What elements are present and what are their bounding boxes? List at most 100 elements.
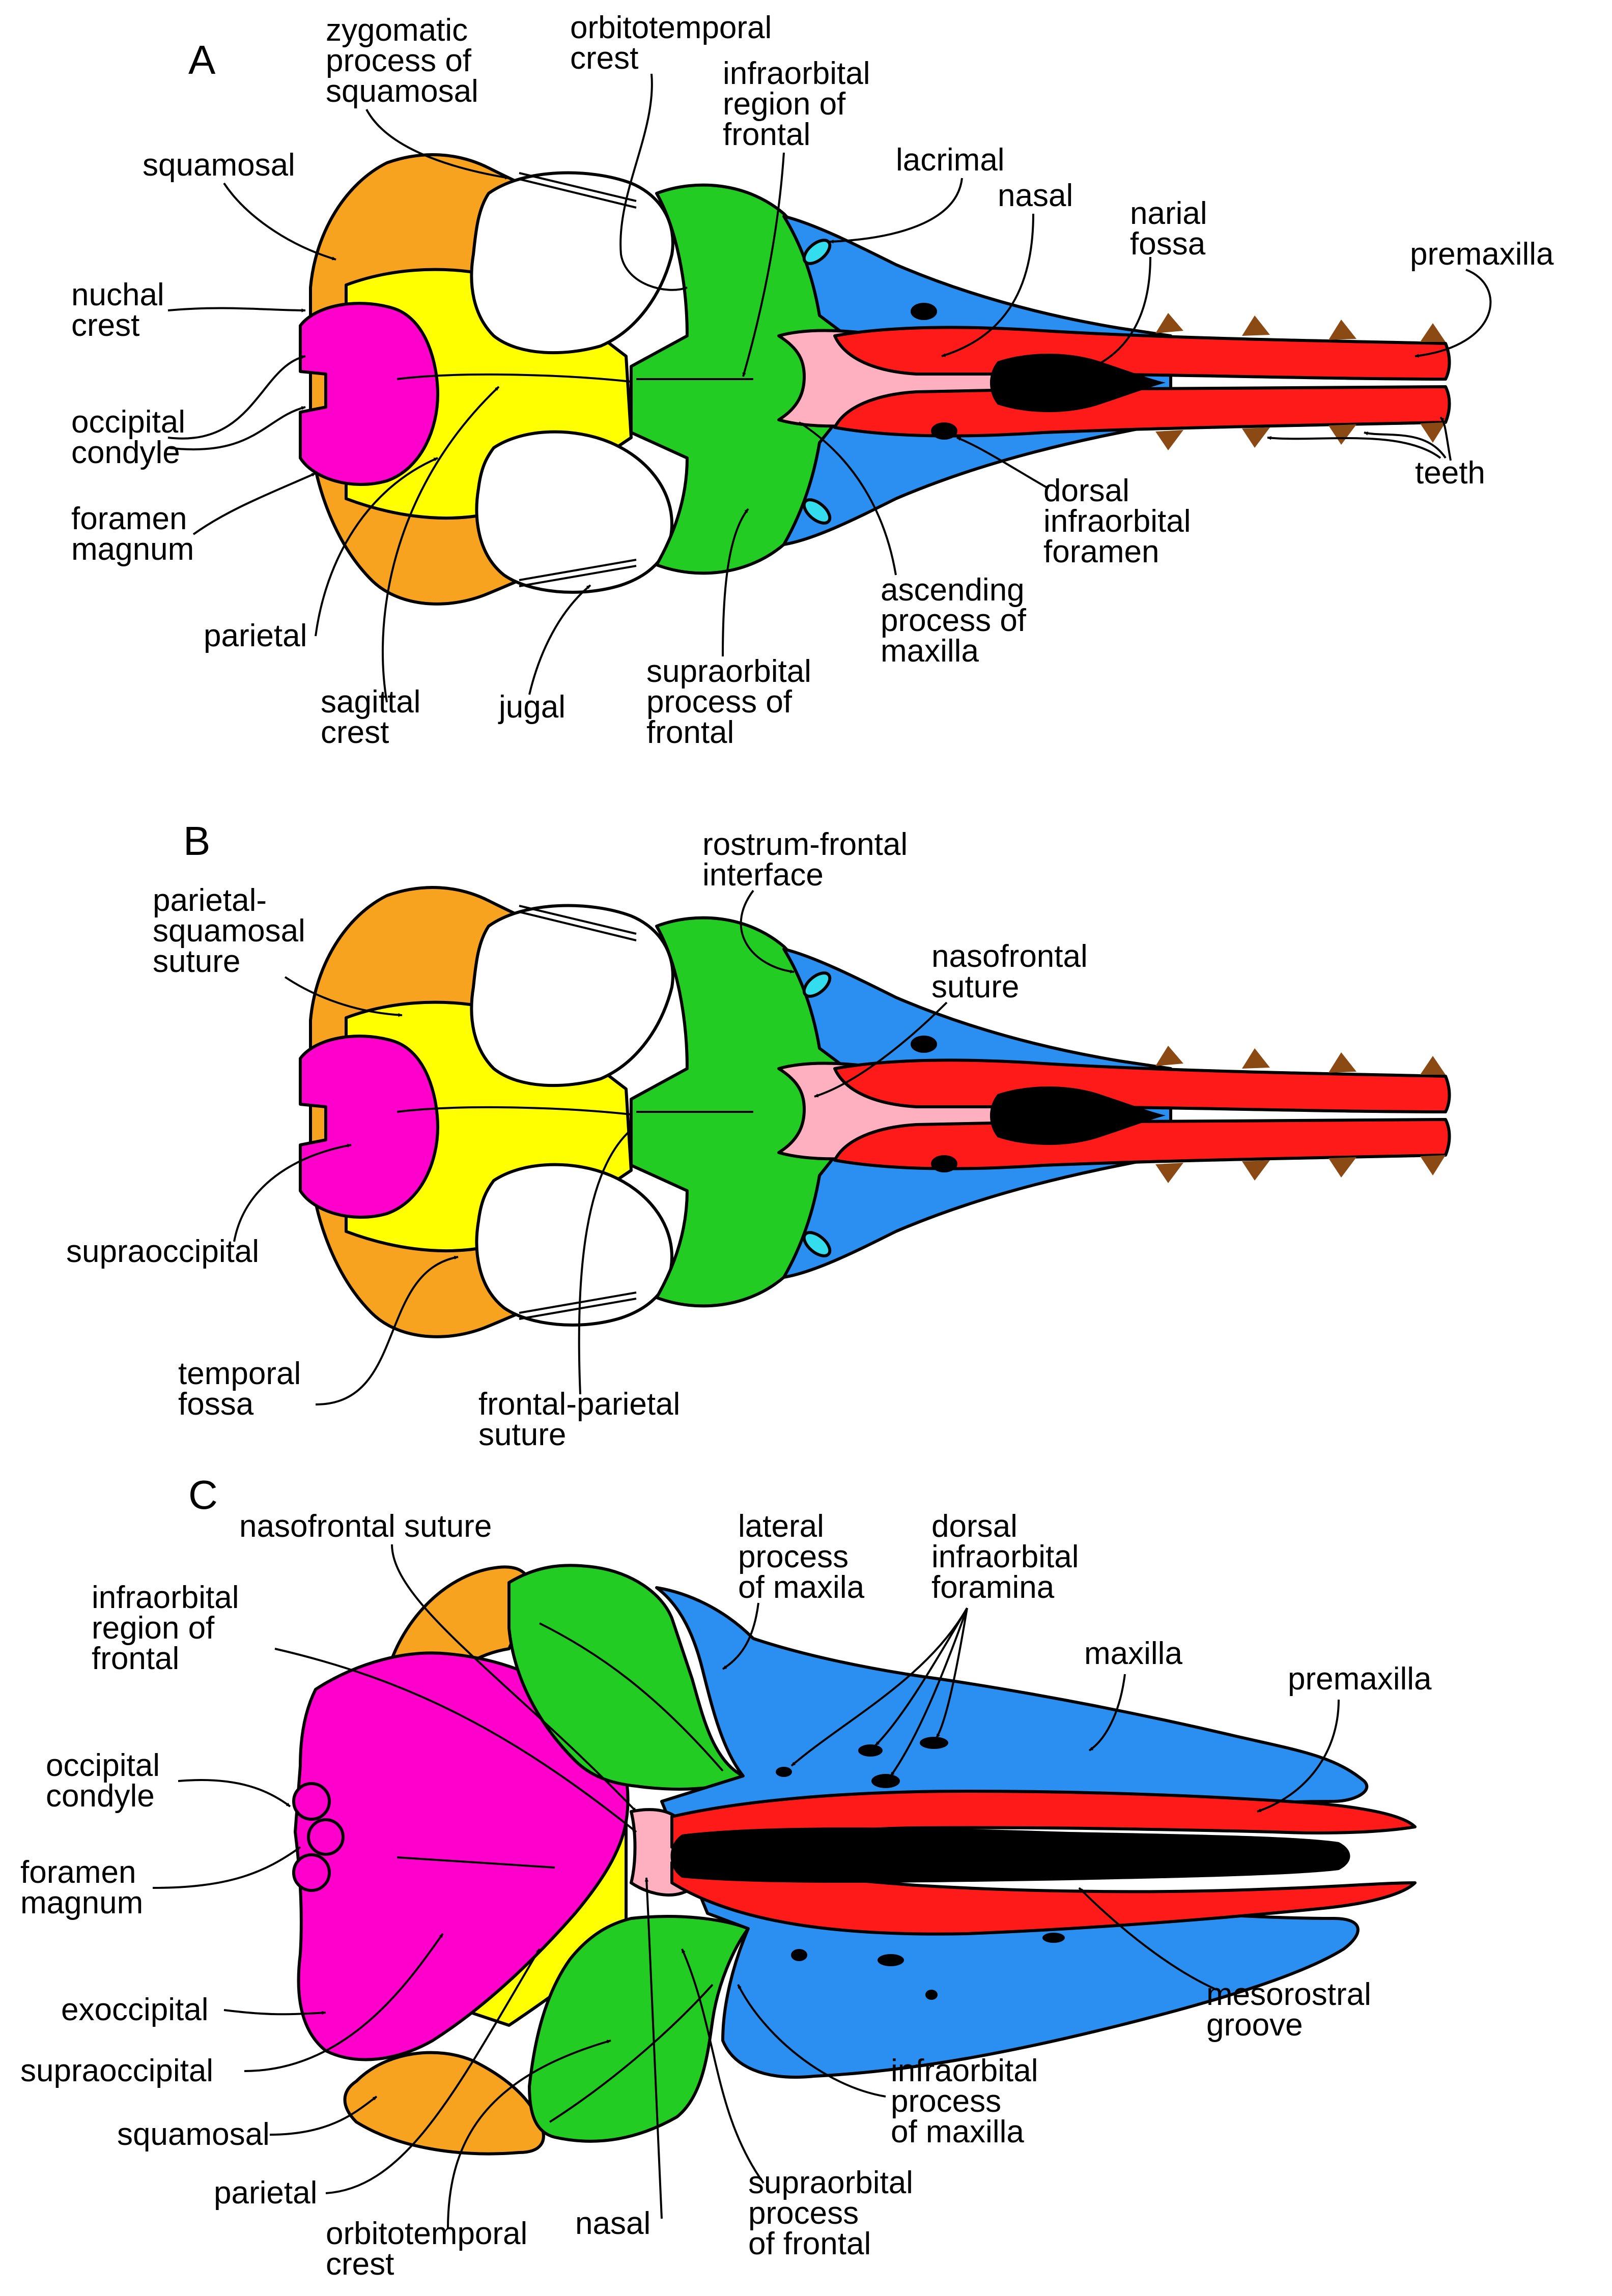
svg-text:foramen: foramen <box>1043 534 1159 569</box>
svg-text:of frontal: of frontal <box>748 2226 871 2261</box>
label-nasal: nasal <box>998 178 1073 213</box>
teeth-row-b <box>1155 1046 1446 1183</box>
svg-text:nasofrontal: nasofrontal <box>931 939 1088 974</box>
label-zygomatic-process: zygomatic process of squamosal <box>326 13 478 109</box>
occipital-condyle-c1 <box>292 1782 331 1821</box>
label-temporal-fossa: temporal fossa <box>178 1356 301 1422</box>
svg-text:process of: process of <box>646 684 793 720</box>
svg-text:foramen: foramen <box>20 1855 136 1890</box>
label-supraorbital-process: supraorbital process of frontal <box>646 654 811 750</box>
panel-letter-b: B <box>183 818 210 864</box>
label-lateral-process: lateral process of maxila <box>738 1509 865 1605</box>
svg-text:process: process <box>748 2196 859 2231</box>
svg-text:interface: interface <box>702 857 824 893</box>
svg-text:process of: process of <box>881 603 1027 638</box>
label-jugal: jugal <box>498 690 565 725</box>
label-orbitotemporal-crest: orbitotemporal crest <box>570 10 772 76</box>
label-foramen-magnum: foramen magnum <box>71 501 194 567</box>
svg-text:suture: suture <box>153 944 240 979</box>
label-infraorbital-region-c: infraorbital region of frontal <box>92 1580 239 1676</box>
teeth-row <box>1155 313 1446 450</box>
svg-text:occipital: occipital <box>71 405 185 440</box>
label-infraorbital-process: infraorbital process of maxilla <box>891 2053 1038 2149</box>
occipital-bone-b <box>299 1035 439 1219</box>
lacrimal-upper <box>802 239 832 265</box>
skull-midline-c <box>397 1856 555 1869</box>
svg-text:magnum: magnum <box>20 1885 143 1920</box>
svg-text:of maxila: of maxila <box>738 1570 865 1605</box>
svg-text:temporal: temporal <box>178 1356 301 1391</box>
mesorostral-groove <box>670 1827 1350 1883</box>
label-parietal-c: parietal <box>214 2175 317 2211</box>
svg-text:suture: suture <box>478 1417 566 1452</box>
sagittal-crest-line-b <box>397 1106 753 1115</box>
label-dorsal-infraorbital-foramen: dorsal infraorbital foramen <box>1043 473 1191 569</box>
svg-text:infraorbital: infraorbital <box>92 1580 239 1615</box>
svg-text:rostrum-frontal: rostrum-frontal <box>702 827 908 862</box>
lacrimal-lower <box>802 498 832 525</box>
label-rostrum-frontal-interface: rostrum-frontal interface <box>702 827 908 893</box>
lacrimal-upper-b <box>802 971 832 998</box>
label-exoccipital: exoccipital <box>61 1992 208 2027</box>
svg-text:parietal-: parietal- <box>153 883 267 918</box>
svg-text:orbitotemporal: orbitotemporal <box>326 2216 527 2251</box>
leader-lines-b <box>233 889 948 1405</box>
label-nasal-c: nasal <box>575 2206 651 2241</box>
svg-text:narial: narial <box>1130 196 1207 231</box>
label-parietal: parietal <box>204 618 307 653</box>
supraorbital-ridge-lines <box>539 1622 724 2123</box>
svg-text:groove: groove <box>1206 2007 1303 2043</box>
label-foramen-magnum-c: foramen magnum <box>20 1855 143 1920</box>
svg-text:zygomatic: zygomatic <box>326 13 468 48</box>
svg-text:crest: crest <box>71 308 139 343</box>
svg-text:fossa: fossa <box>178 1387 254 1422</box>
left-temporal-fossa-b <box>470 904 674 1087</box>
svg-text:frontal: frontal <box>92 1641 179 1676</box>
label-infraorbital-region: infraorbital region of frontal <box>723 56 870 152</box>
svg-text:magnum: magnum <box>71 532 194 567</box>
occipital-bone-c <box>294 1651 630 2061</box>
label-teeth: teeth <box>1415 455 1485 491</box>
label-supraoccipital-c: supraoccipital <box>20 2053 213 2088</box>
occipital-condyle-c3 <box>292 1853 331 1892</box>
label-premaxilla: premaxilla <box>1410 237 1554 272</box>
svg-text:maxilla: maxilla <box>881 634 979 669</box>
svg-text:crest: crest <box>321 715 389 750</box>
svg-text:foramen: foramen <box>71 501 187 536</box>
narial-fossa-b <box>990 1086 1166 1145</box>
svg-text:crest: crest <box>326 2247 394 2282</box>
dorsal-infraorbital-foramen-upper <box>911 303 937 320</box>
svg-text:region of: region of <box>92 1611 215 1646</box>
premaxilla-bone-c <box>670 1790 1417 1936</box>
label-frontal-parietal-suture: frontal-parietal suture <box>478 1387 680 1452</box>
zygomatic-bar-upper <box>519 172 637 209</box>
label-premaxilla-c: premaxilla <box>1288 1661 1432 1697</box>
foramen-upper-b <box>911 1036 937 1053</box>
svg-text:infraorbital: infraorbital <box>1043 504 1191 539</box>
label-nasofrontal-suture: nasofrontal suture <box>931 939 1088 1004</box>
occipital-bone <box>299 302 439 486</box>
label-supraorbital-process-c: supraorbital process of frontal <box>748 2165 913 2261</box>
maxilla-bone-c <box>655 1586 1369 2079</box>
panel-c: C nasofrontal suture lateral process <box>20 1472 1432 2282</box>
label-squamosal: squamosal <box>143 148 295 183</box>
svg-text:dorsal: dorsal <box>931 1509 1017 1544</box>
svg-text:infraorbital: infraorbital <box>931 1539 1079 1574</box>
svg-text:process: process <box>891 2084 1001 2119</box>
svg-text:dorsal: dorsal <box>1043 473 1129 508</box>
label-narial-fossa: narial fossa <box>1130 196 1207 262</box>
svg-text:infraorbital: infraorbital <box>723 56 870 91</box>
svg-text:squamosal: squamosal <box>326 74 478 109</box>
svg-text:supraorbital: supraorbital <box>748 2165 913 2200</box>
svg-text:crest: crest <box>570 41 638 76</box>
leader-lines-c <box>152 1544 1340 2229</box>
zygomatic-bar-lower <box>519 559 637 587</box>
label-sagittal-crest: sagittal crest <box>321 684 420 750</box>
svg-text:frontal: frontal <box>723 117 810 152</box>
right-temporal-fossa <box>475 430 673 594</box>
svg-text:region of: region of <box>723 87 846 122</box>
svg-text:nuchal: nuchal <box>71 277 164 312</box>
label-orbitotemporal-crest-c: orbitotemporal crest <box>326 2216 527 2282</box>
dorsal-infraorbital-foramina <box>776 1737 1065 2000</box>
